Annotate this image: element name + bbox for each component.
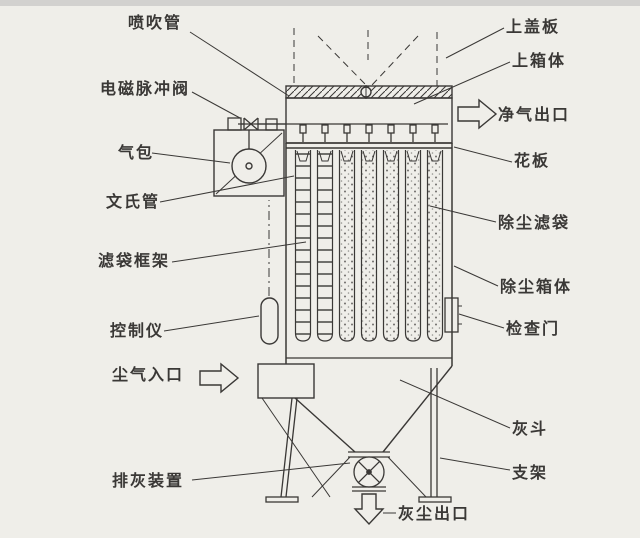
top-cover-plate: [285, 85, 453, 99]
leader-controller: [163, 315, 260, 332]
label-ash-discharge: 排灰装置: [112, 471, 185, 490]
controller-unit: [260, 200, 279, 345]
label-bag-cage: 滤袋框架: [98, 251, 171, 270]
tube-sheet: [286, 142, 452, 149]
leader-support: [439, 457, 511, 471]
filter-bag: [360, 150, 378, 342]
support-legs: [261, 368, 452, 503]
leader-filter-bag: [429, 205, 497, 223]
leader-venturi: [159, 175, 295, 203]
label-dusty-gas-inlet: 尘气入口: [112, 365, 185, 384]
filter-bag: [426, 150, 444, 342]
dust-box-body: [285, 143, 453, 366]
venturi-tubes: [296, 150, 442, 162]
leader-blow-pipe: [189, 31, 290, 97]
pulse-valve: [227, 117, 286, 149]
dust-outlet-arrow: [353, 493, 385, 526]
leader-ash-hopper: [399, 379, 511, 429]
air-bag-tank: [213, 129, 285, 197]
cover-open-dashes: [293, 28, 438, 86]
label-support: 支架: [512, 463, 549, 482]
ash-discharge-valve: [348, 451, 390, 492]
ash-hopper-shape: [294, 365, 453, 453]
label-air-bag: 气包: [118, 143, 155, 162]
label-filter-bag: 除尘滤袋: [498, 213, 571, 232]
label-venturi: 文氏管: [106, 192, 161, 211]
label-controller: 控制仪: [110, 321, 165, 340]
filter-bag: [338, 150, 356, 342]
filter-bags: [294, 150, 444, 342]
label-tube-sheet: 花板: [514, 151, 551, 170]
leader-ash-discharge: [191, 462, 351, 481]
leader-inspection-door: [458, 313, 505, 329]
blow-pipe: [238, 123, 448, 142]
inspection-door: [444, 297, 462, 333]
label-upper-box: 上箱体: [512, 51, 567, 70]
leader-air-bag: [151, 152, 231, 164]
leader-tube-sheet: [453, 146, 513, 163]
leader-pulse-valve: [191, 91, 241, 119]
label-dust-box: 除尘箱体: [500, 277, 573, 296]
leader-upper-box: [413, 61, 511, 105]
dusty-gas-inlet-arrow: [199, 362, 240, 394]
inlet-duct: [257, 363, 315, 399]
leader-bag-cage: [171, 241, 307, 263]
label-blow-pipe: 喷吹管: [128, 13, 183, 32]
label-pulse-valve: 电磁脉冲阀: [100, 79, 191, 98]
filter-bag: [404, 150, 422, 342]
scan-edge: [0, 0, 640, 6]
leader-top-cover: [445, 27, 505, 59]
label-dust-outlet: 灰尘出口: [398, 504, 471, 523]
clean-gas-outlet-arrow: [457, 98, 498, 130]
label-clean-gas-outlet: 净气出口: [498, 105, 571, 124]
leader-dust-box: [453, 265, 499, 287]
bag-cage: [316, 150, 334, 342]
bag-cage: [294, 150, 312, 342]
leader-lines: [151, 27, 513, 514]
filter-bag: [382, 150, 400, 342]
label-ash-hopper: 灰斗: [512, 419, 549, 438]
label-inspection-door: 检查门: [506, 319, 561, 338]
label-top-cover: 上盖板: [506, 17, 561, 36]
